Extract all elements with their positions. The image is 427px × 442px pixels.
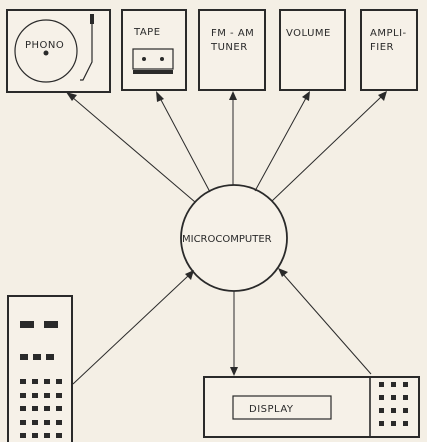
microcomputer-node: MICROCOMPUTER	[180, 184, 288, 292]
display-label: DISPLAY	[249, 404, 294, 415]
arrow-to-volume	[254, 91, 310, 192]
tuner-node: FM - AM TUNER	[198, 9, 266, 91]
cassette-reel-right	[160, 57, 164, 61]
remote-keypad-keys	[20, 321, 62, 438]
phono-node: PHONO	[6, 9, 111, 93]
cassette-reel-left	[142, 57, 146, 61]
arrow-to-display	[230, 291, 238, 376]
record-spindle	[43, 50, 49, 56]
amplifier-label-line1: AMPLI-	[370, 28, 407, 39]
arrow-from-panel	[278, 268, 372, 375]
tape-box	[121, 9, 187, 91]
volume-box	[279, 9, 346, 91]
display-panel-box	[203, 376, 420, 438]
tuner-box	[198, 9, 266, 91]
arrow-to-amplifier	[271, 91, 387, 202]
display-panel-node: DISPLAY	[203, 376, 420, 438]
amplifier-box	[360, 9, 418, 91]
arrow-to-tape	[156, 91, 211, 193]
cassette-icon	[132, 48, 174, 70]
tuner-label-line2: TUNER	[210, 42, 248, 53]
cassette-bar	[133, 70, 173, 74]
tape-node: TAPE	[121, 9, 187, 91]
microcomputer-label: MICROCOMPUTER	[182, 234, 272, 245]
display-panel-keys	[379, 382, 408, 426]
remote-keypad-node	[7, 295, 73, 442]
tonearm-pivot	[90, 14, 94, 24]
amplifier-node: AMPLI- FIER	[360, 9, 418, 91]
display-screen	[232, 395, 332, 420]
arrow-from-keypad	[72, 270, 194, 385]
phono-label: PHONO	[25, 40, 64, 51]
amplifier-label-line2: FIER	[370, 42, 394, 53]
record-platter	[14, 19, 78, 83]
tonearm	[80, 16, 93, 81]
volume-node: VOLUME	[279, 9, 346, 91]
volume-label: VOLUME	[286, 28, 331, 39]
tuner-label-line1: FM - AM	[211, 28, 254, 39]
remote-keypad-box	[7, 295, 73, 442]
arrow-to-phono	[66, 92, 196, 203]
arrow-to-tuner	[229, 91, 237, 185]
tape-label: TAPE	[133, 27, 161, 38]
